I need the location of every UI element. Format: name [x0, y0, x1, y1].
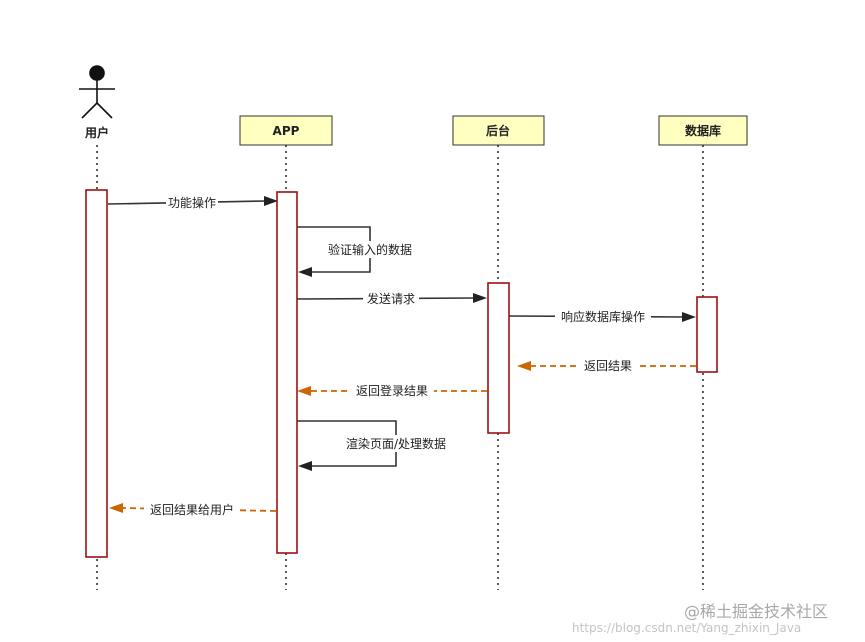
watermark-brand: @稀土掘金技术社区	[684, 602, 828, 621]
message-line	[121, 507, 277, 512]
participant-label-user: 用户	[84, 125, 109, 140]
message-render-page: 渲染页面/处理数据	[297, 420, 454, 471]
participant-box-backend	[452, 115, 545, 146]
watermark: https://blog.csdn.net/Yang_zhixin_Java @…	[572, 602, 828, 635]
activation-user	[85, 189, 108, 558]
arrowhead-solid	[473, 293, 487, 303]
message-label-validate-input: 验证输入的数据	[328, 242, 412, 257]
message-label-return-login-result: 返回登录结果	[356, 383, 428, 398]
actor-icon	[79, 65, 115, 119]
participant-label-backend: 后台	[486, 123, 510, 138]
message-validate-input: 验证输入的数据	[297, 226, 418, 277]
message-label-return-to-user: 返回结果给用户	[150, 502, 234, 517]
message-func-op: 功能操作	[107, 195, 278, 210]
participant-box-app	[239, 115, 333, 146]
arrowhead-solid	[682, 312, 696, 322]
participant-box-db	[658, 115, 748, 146]
participant-app: APP	[239, 115, 333, 146]
arrowhead-solid	[298, 267, 312, 277]
message-return-result: 返回结果	[517, 358, 696, 373]
message-db-operation: 响应数据库操作	[508, 309, 696, 324]
message-label-db-operation: 响应数据库操作	[561, 309, 645, 324]
activation-backend	[487, 282, 510, 434]
activation-db	[696, 296, 718, 373]
watermark-url: https://blog.csdn.net/Yang_zhixin_Java	[572, 621, 801, 635]
message-send-request: 发送请求	[296, 291, 487, 306]
message-label-return-result: 返回结果	[584, 359, 632, 373]
arrowhead-dashed	[297, 386, 311, 396]
messages: 功能操作 验证输入的数据 发送请求 响应数据库操作 返回	[107, 195, 696, 517]
participant-label-db: 数据库	[685, 123, 721, 138]
activation-app	[276, 191, 298, 554]
message-label-func-op: 功能操作	[168, 195, 216, 210]
message-label-send-request: 发送请求	[367, 291, 415, 306]
arrowhead-solid	[298, 461, 312, 471]
message-label-render-page: 渲染页面/处理数据	[346, 436, 446, 451]
activations	[85, 189, 718, 558]
participant-label-app: APP	[273, 124, 300, 138]
arrowhead-dashed	[109, 503, 123, 513]
message-return-to-user: 返回结果给用户	[109, 502, 277, 517]
participant-user: 用户	[79, 65, 115, 140]
participant-backend: 后台	[452, 115, 545, 146]
arrowhead-solid	[264, 196, 278, 206]
participant-db: 数据库	[658, 115, 748, 146]
arrowhead-dashed	[517, 361, 531, 371]
message-return-login-result: 返回登录结果	[297, 383, 487, 398]
